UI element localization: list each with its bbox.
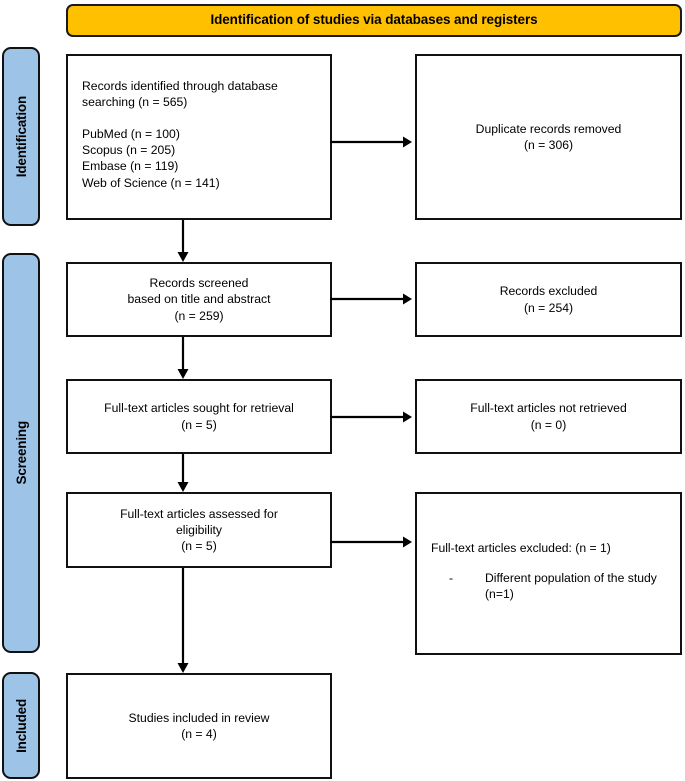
arrow-assessed-to-fulltext-excluded bbox=[330, 536, 412, 548]
stage-bar-identification: Identification bbox=[2, 47, 40, 226]
box-fulltext-assessed-text: Full-text articles assessed for eligibil… bbox=[120, 506, 278, 554]
stage-bar-included: Included bbox=[2, 672, 40, 779]
box-records-screened: Records screened based on title and abst… bbox=[66, 262, 332, 337]
arrow-screened-to-sought bbox=[177, 337, 189, 379]
box-studies-included-text: Studies included in review (n = 4) bbox=[128, 710, 270, 741]
box-duplicate-records-removed: Duplicate records removed (n = 306) bbox=[415, 54, 682, 220]
box-records-excluded-text: Records excluded (n = 254) bbox=[499, 284, 598, 315]
stage-label-screening: Screening bbox=[13, 421, 29, 485]
box-fulltext-not-retrieved: Full-text articles not retrieved (n = 0) bbox=[415, 379, 682, 454]
arrow-assessed-to-included bbox=[177, 568, 189, 673]
box-records-identified-text: Records identified through database sear… bbox=[82, 79, 278, 190]
header-banner: Identification of studies via databases … bbox=[66, 4, 682, 37]
box-fulltext-assessed: Full-text articles assessed for eligibil… bbox=[66, 492, 332, 568]
box-fulltext-excluded: Full-text articles excluded: (n = 1) - D… bbox=[415, 492, 682, 655]
box-fulltext-excluded-heading: Full-text articles excluded: (n = 1) bbox=[431, 541, 611, 555]
box-records-screened-text: Records screened based on title and abst… bbox=[127, 276, 271, 323]
header-title: Identification of studies via databases … bbox=[210, 12, 538, 28]
fulltext-excluded-reason-list: - Different population of the study (n=1… bbox=[417, 570, 680, 602]
box-fulltext-not-retrieved-text: Full-text articles not retrieved (n = 0) bbox=[470, 401, 627, 432]
box-records-identified: Records identified through database sear… bbox=[66, 54, 332, 220]
stage-label-identification: Identification bbox=[13, 95, 29, 178]
stage-label-included: Included bbox=[13, 698, 29, 753]
box-studies-included: Studies included in review (n = 4) bbox=[66, 673, 332, 779]
stage-bar-screening: Screening bbox=[2, 253, 40, 653]
dash-marker-icon: - bbox=[449, 571, 454, 586]
box-records-excluded: Records excluded (n = 254) bbox=[415, 262, 682, 337]
fulltext-excluded-reason-text: Different population of the study (n=1) bbox=[485, 571, 657, 602]
arrow-sought-to-not-retrieved bbox=[330, 411, 412, 423]
arrow-identified-to-duplicates bbox=[330, 136, 412, 148]
box-duplicate-records-removed-text: Duplicate records removed (n = 306) bbox=[475, 121, 622, 152]
box-fulltext-sought: Full-text articles sought for retrieval … bbox=[66, 379, 332, 454]
list-item: - Different population of the study (n=1… bbox=[417, 570, 680, 602]
arrow-screened-to-excluded bbox=[330, 293, 412, 305]
arrow-identified-to-screened bbox=[177, 220, 189, 262]
arrow-sought-to-assessed bbox=[177, 454, 189, 492]
box-fulltext-sought-text: Full-text articles sought for retrieval … bbox=[104, 401, 294, 432]
